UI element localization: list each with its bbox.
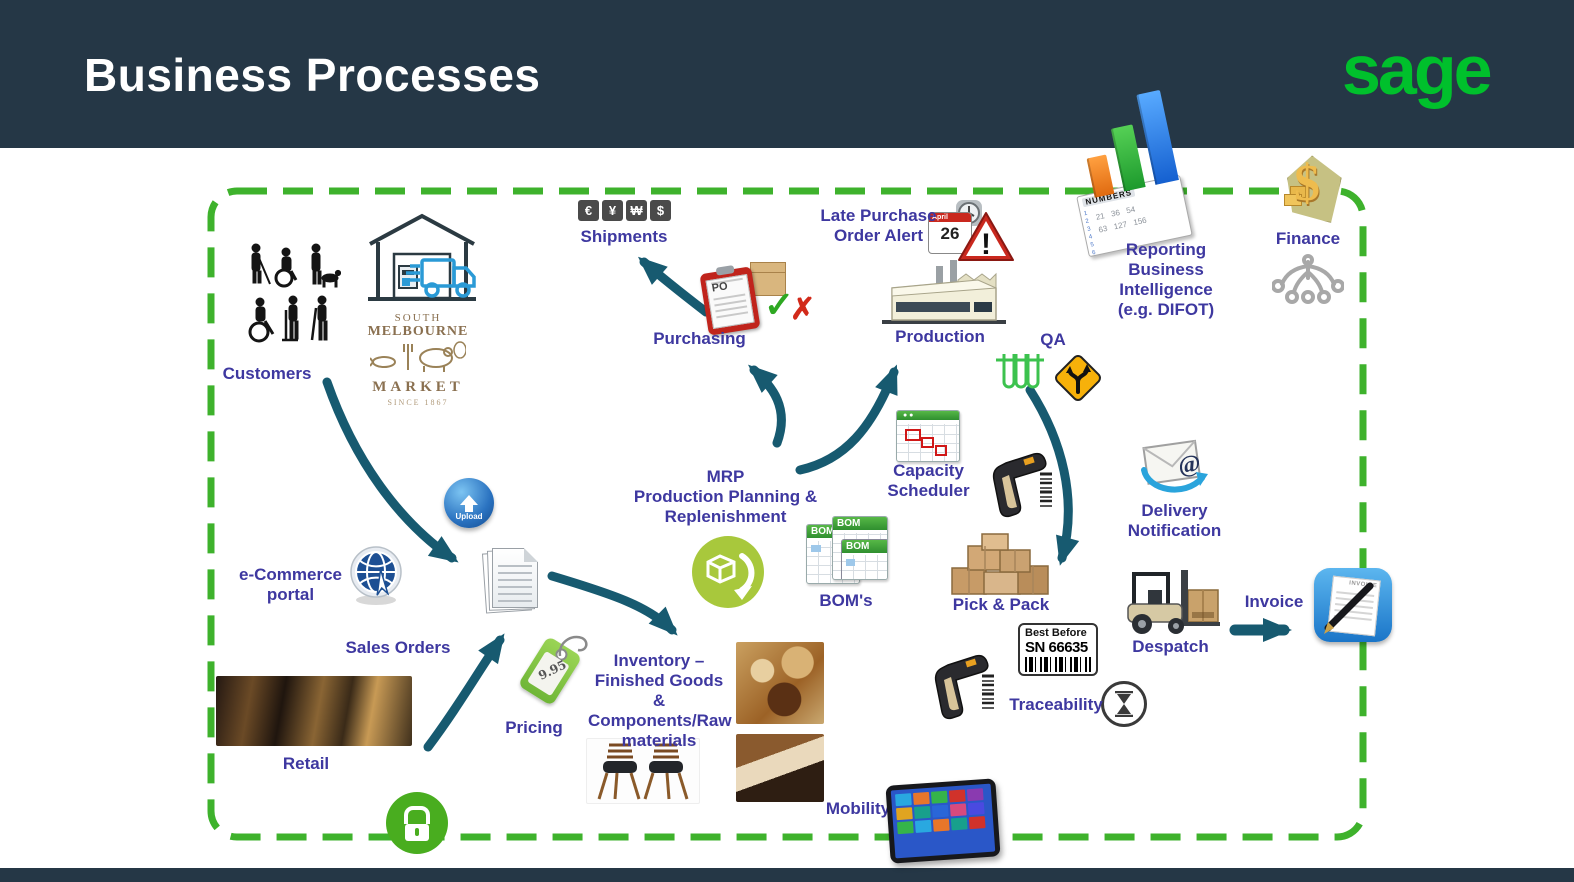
pick-pack-boxes-icon (951, 533, 1049, 595)
numbers-sheet-values: 21 36 54 63 127 156 (1094, 204, 1148, 235)
late-po-alert-icon: April 26 ! (928, 198, 1018, 264)
hourglass-icon (1101, 681, 1147, 727)
finance-icon: $ (1272, 152, 1344, 230)
traceability-label: Traceability (1009, 695, 1103, 714)
numbers-row-indices: 1 2 3 4 5 6 (1083, 210, 1097, 257)
delivery-notification-label: Delivery Notification (1127, 501, 1222, 541)
market-line3: MARKET (372, 379, 464, 395)
barcode-scanner-icon-2 (934, 654, 994, 720)
yen-icon: ¥ (602, 200, 623, 221)
ecommerce-globe-icon (350, 546, 402, 605)
invoice-app-icon: INVOICE (1314, 568, 1392, 642)
pricing-label: Pricing (505, 718, 563, 737)
mobility-tablet-icon (885, 778, 1001, 864)
purchasing-icon: PO ✓ ✗ (692, 262, 822, 336)
market-emblem-icon (369, 341, 467, 372)
po-tag: PO (710, 277, 743, 295)
purchasing-label: Purchasing (653, 329, 746, 348)
green-bar (1110, 124, 1146, 192)
qa-branch-sign-icon (1055, 355, 1101, 401)
warning-triangle-icon: ! (958, 212, 1014, 261)
replenishment-cycle-icon (692, 536, 764, 608)
euro-icon: € (578, 200, 599, 221)
sales-orders-label: Sales Orders (345, 638, 451, 657)
sales-orders-doc-icon (481, 548, 540, 614)
pen-icon (1324, 582, 1374, 634)
dollar-icon: $ (650, 200, 671, 221)
customers-label: Customers (222, 364, 312, 383)
bom-tag-3: BOM (842, 540, 887, 553)
retail-label: Retail (282, 754, 330, 773)
market-line1: SOUTH (394, 312, 442, 324)
won-icon: ₩ (626, 200, 647, 221)
best-before-barcode-icon: Best Before SN 66635 (1018, 623, 1098, 676)
barcode-scanner-icon (992, 452, 1052, 518)
croissants-photo (736, 642, 824, 724)
po-clipboard-icon: PO (699, 265, 761, 336)
serial-number: SN 66635 (1025, 639, 1088, 656)
finance-label: Finance (1275, 229, 1341, 248)
tablet-screen (890, 783, 996, 859)
arrow-mrp-to-purchasing (748, 364, 786, 448)
orange-bar (1086, 154, 1115, 198)
reject-cross-icon: ✗ (790, 293, 816, 326)
header-bar: Business Processes sage (0, 0, 1574, 148)
footer-bar (0, 868, 1574, 882)
qa-label: QA (1040, 330, 1066, 349)
market-line4: SINCE 1867 (387, 398, 449, 407)
upload-text: Upload (455, 511, 483, 521)
capacity-scheduler-label: Capacity Scheduler (887, 461, 970, 501)
despatch-forklift-icon (1127, 570, 1220, 634)
delivery-notification-icon: @ (1141, 439, 1208, 493)
customers-icon (248, 243, 341, 343)
best-before-text: Best Before (1025, 627, 1087, 639)
chocolate-photo (736, 734, 824, 802)
inventory-label: Inventory – Finished Goods & Components/… (588, 651, 732, 751)
late-po-alert-label: Late Purchase Order Alert (820, 206, 937, 246)
warning-bang: ! (981, 228, 991, 261)
dollar-sign: $ (1294, 155, 1320, 212)
boms-icon: BOM BOM BOM (806, 516, 888, 594)
boms-label: BOM's (819, 591, 873, 610)
sage-logo: sage (1342, 31, 1493, 109)
capacity-scheduler-icon: ● ● (896, 410, 960, 462)
reporting-chart-icon: NUMBERS 1 2 3 4 5 6 21 36 54 63 127 156 (1065, 89, 1206, 258)
security-lock-icon (386, 792, 448, 854)
retail-shop-photo (216, 676, 412, 746)
bom-tag-2: BOM (833, 517, 887, 530)
production-label: Production (895, 327, 985, 346)
market-line2: MELBOURNE (367, 324, 469, 339)
arrow-salesorders-to-inventory (547, 571, 678, 636)
upload-button-icon: Upload (444, 478, 494, 528)
shipments-label: Shipments (580, 227, 668, 246)
reporting-label: Reporting Business Intelligence (e.g. DI… (1117, 240, 1215, 320)
ecommerce-portal-label: e-Commerce portal (239, 565, 342, 605)
warehouse-truck-icon (368, 213, 476, 301)
barcode-stripes (1025, 657, 1091, 672)
page-title: Business Processes (84, 49, 541, 101)
pick-pack-label: Pick & Pack (952, 595, 1050, 614)
invoice-label: Invoice (1244, 592, 1304, 611)
test-tubes-icon (996, 354, 1044, 389)
despatch-label: Despatch (1132, 637, 1209, 656)
currency-icons: € ¥ ₩ $ (578, 200, 671, 221)
distribution-network-icon (1272, 254, 1344, 304)
mrp-label: MRP Production Planning & Replenishment (633, 467, 818, 527)
tag-string-icon (558, 635, 588, 657)
arrow-customers-to-salesorders (322, 377, 459, 563)
market-logo: SOUTH MELBOURNE MARKET SINCE 1867 (358, 312, 478, 407)
arrow-mrp-to-production (795, 364, 899, 475)
production-factory-icon (882, 260, 1006, 324)
